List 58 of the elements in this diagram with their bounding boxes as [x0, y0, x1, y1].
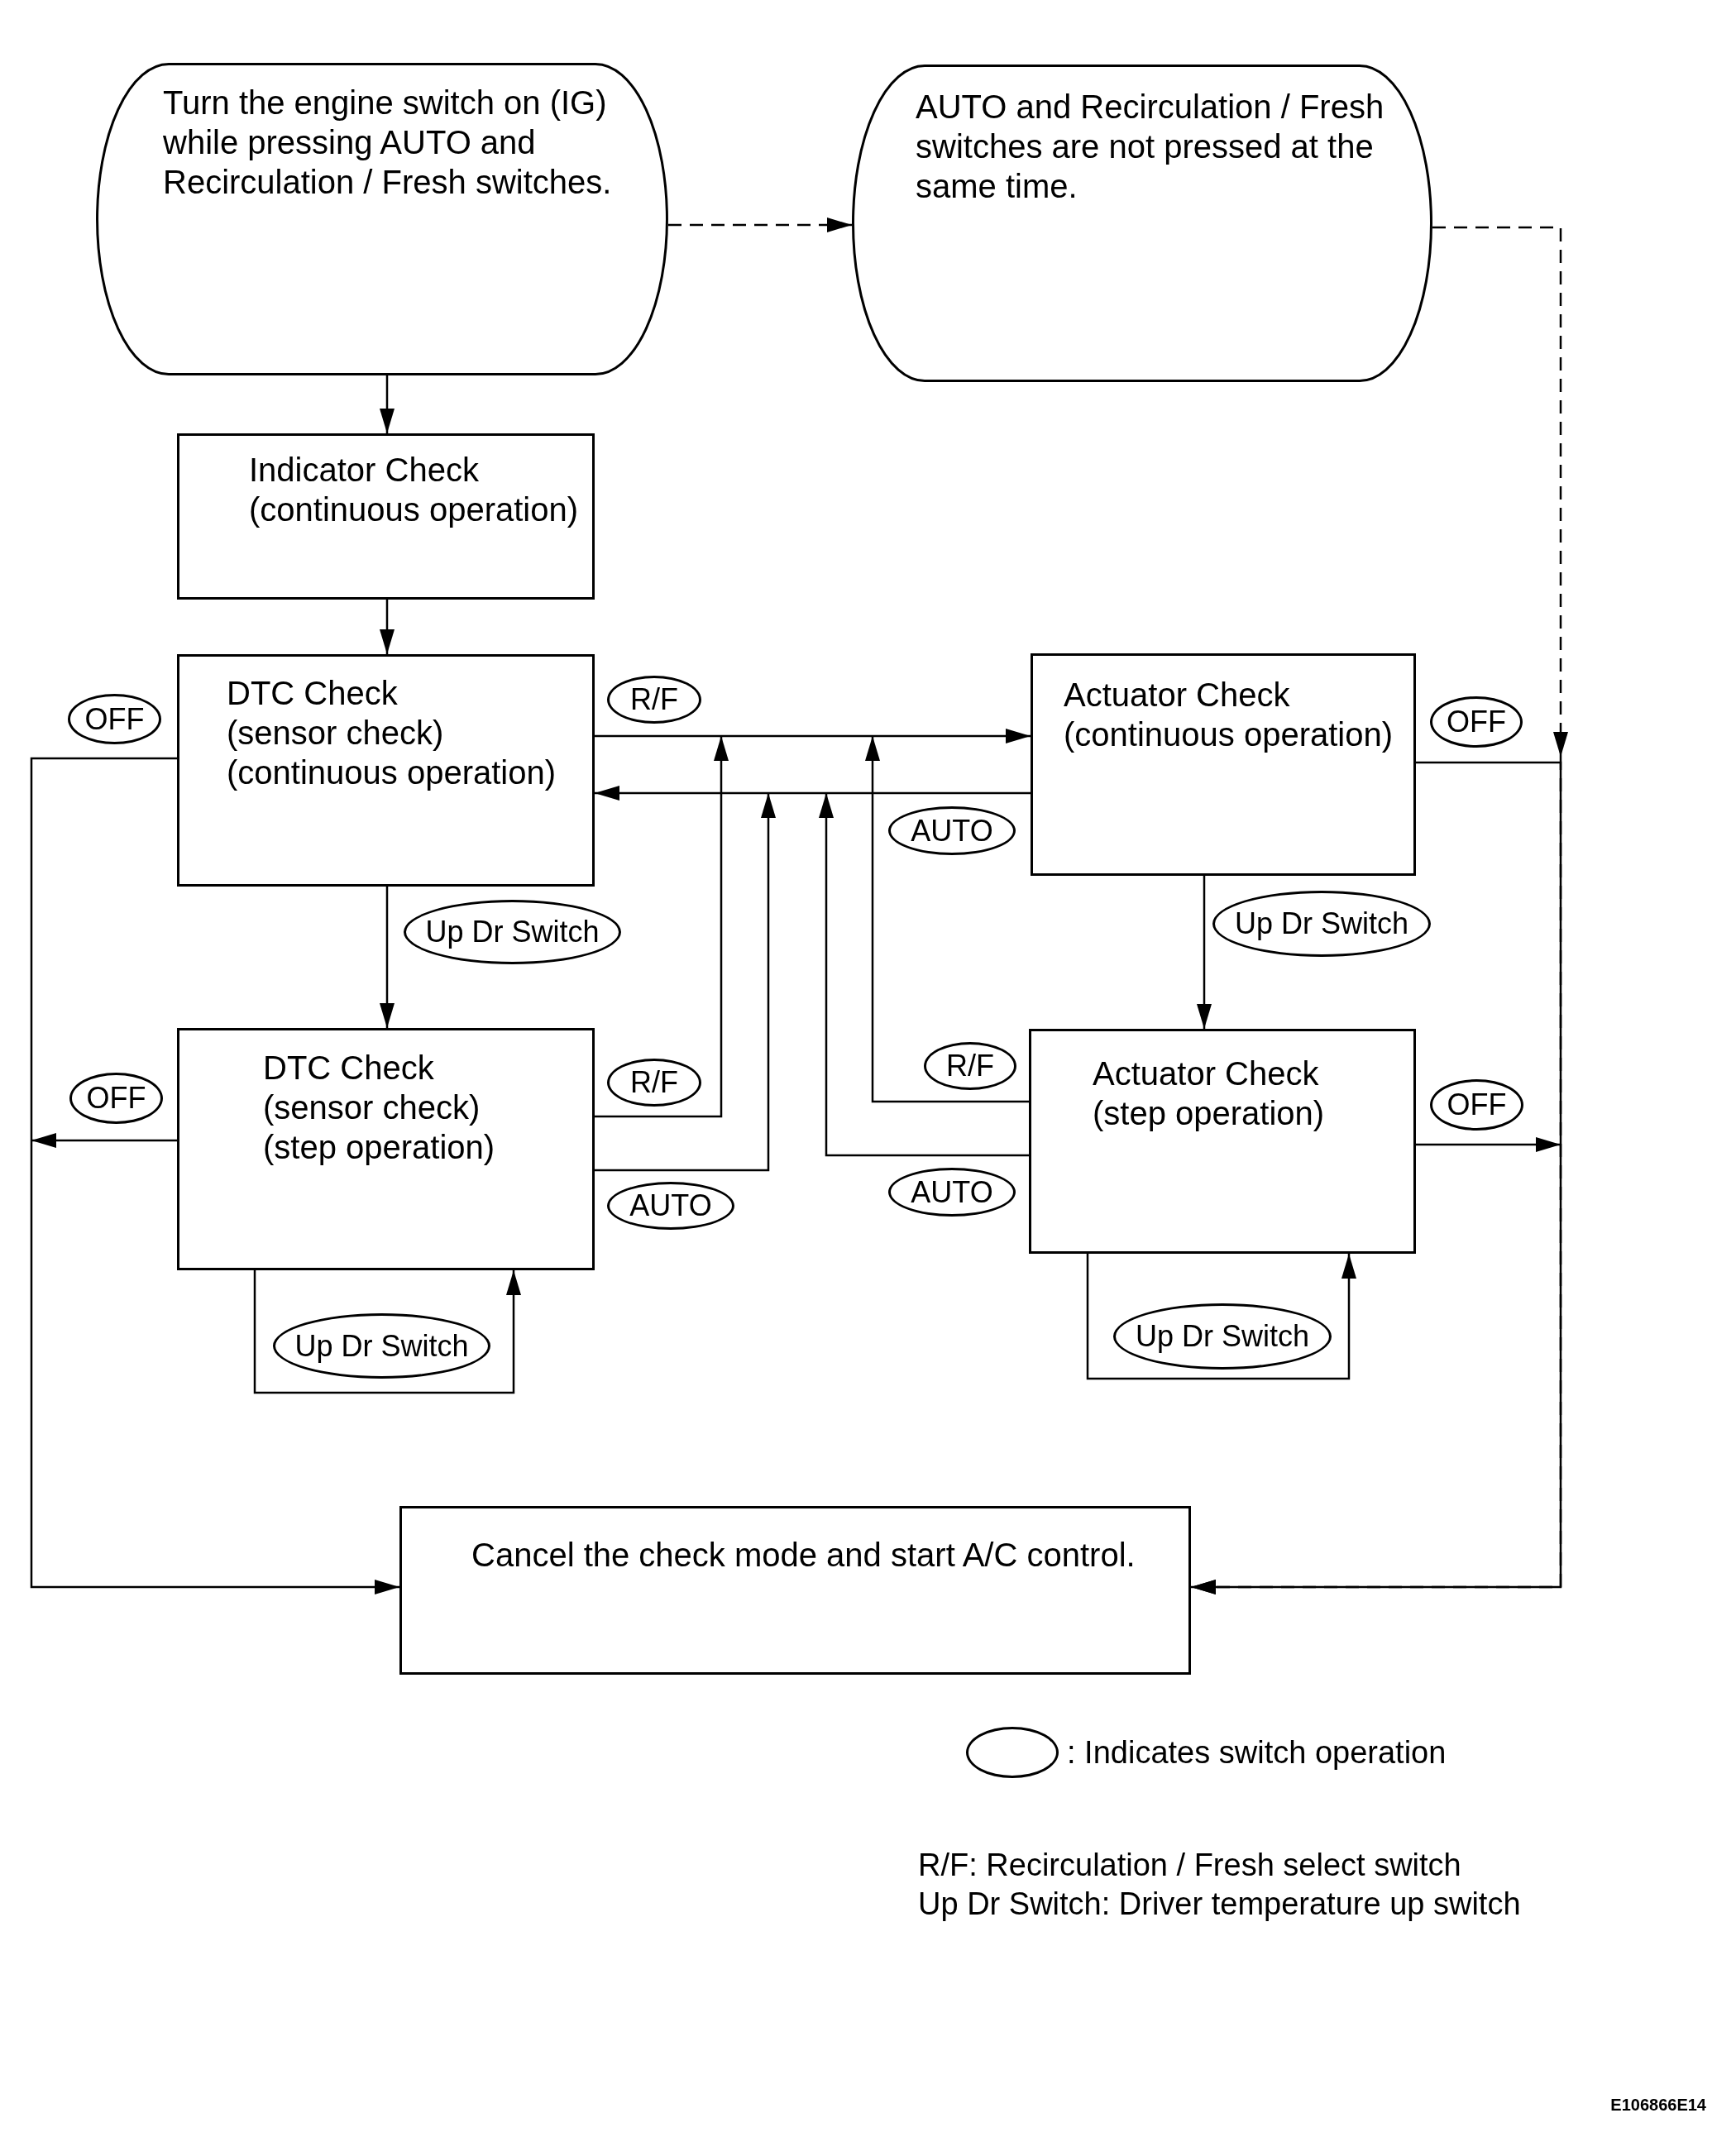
switch-oval-label: R/F — [607, 676, 701, 724]
switch-oval-label: OFF — [69, 1073, 163, 1124]
arrow — [380, 375, 395, 433]
switch-oval-label: OFF — [1430, 1079, 1523, 1131]
switch-oval-label: AUTO — [888, 1168, 1016, 1217]
switch-oval-label: Up Dr Switch — [1113, 1303, 1332, 1370]
process-box — [1029, 1029, 1416, 1254]
arrow — [253, 1270, 521, 1394]
process-box — [1031, 653, 1416, 876]
node-text: Turn the engine switch on (IG) while pressing AUTO and Recirculation / Fresh switches. — [163, 84, 613, 202]
switch-oval-label: AUTO — [888, 806, 1016, 855]
legend-text: : Indicates switch operation — [1067, 1734, 1447, 1771]
dashed-arrow — [1432, 226, 1568, 757]
process-box — [399, 1506, 1191, 1675]
node-text: AUTO and Recirculation / Fresh switches are not pressed at the same time. — [916, 88, 1385, 206]
note-text: Up Dr Switch: Driver temperature up switch — [918, 1886, 1521, 1923]
arrow — [595, 793, 776, 1172]
figure-code: E106866E14 — [1610, 2095, 1706, 2115]
switch-oval-label: R/F — [924, 1042, 1016, 1090]
arrow — [1197, 876, 1212, 1029]
node-text: (step operation) — [1093, 1094, 1326, 1133]
node-text: (continuous operation) — [1064, 715, 1394, 754]
terminal-shape — [96, 63, 668, 375]
note-text: R/F: Recirculation / Fresh select switch — [918, 1847, 1461, 1884]
node-text: (step operation) — [263, 1128, 496, 1167]
node-title: Indicator Check — [249, 451, 480, 490]
process-box — [177, 654, 595, 887]
arrow — [865, 736, 1029, 1103]
arrow — [30, 757, 399, 1594]
node-title: DTC Check — [227, 674, 399, 713]
arrow — [595, 736, 729, 1118]
switch-oval-label: OFF — [1430, 696, 1523, 748]
arrow — [380, 887, 395, 1028]
arrow — [595, 786, 1031, 801]
node-title: Actuator Check — [1064, 676, 1291, 715]
node-text: Cancel the check mode and start A/C control. — [471, 1536, 1136, 1575]
arrow — [380, 600, 395, 654]
process-box — [177, 1028, 595, 1270]
switch-oval-label: R/F — [607, 1059, 701, 1107]
arrow — [31, 1133, 177, 1148]
node-text: (continuous operation) — [227, 753, 557, 792]
switch-oval-label: Up Dr Switch — [1212, 891, 1431, 957]
terminal-shape — [852, 65, 1432, 382]
node-text: (sensor check) — [227, 714, 445, 753]
switch-oval-label: Up Dr Switch — [273, 1313, 490, 1379]
dashed-arrow — [668, 218, 852, 232]
switch-oval-label: OFF — [68, 694, 161, 744]
arrow — [819, 793, 1029, 1157]
switch-oval-label: Up Dr Switch — [404, 900, 621, 964]
arrow — [595, 729, 1031, 743]
node-title: DTC Check — [263, 1049, 435, 1088]
node-title: Actuator Check — [1093, 1054, 1320, 1093]
switch-oval-label: AUTO — [607, 1182, 734, 1230]
node-text: (sensor check) — [263, 1088, 481, 1127]
node-text: (continuous operation) — [249, 490, 580, 529]
arrow — [1416, 1137, 1561, 1152]
arrow — [1086, 1254, 1356, 1380]
process-box — [177, 433, 595, 600]
